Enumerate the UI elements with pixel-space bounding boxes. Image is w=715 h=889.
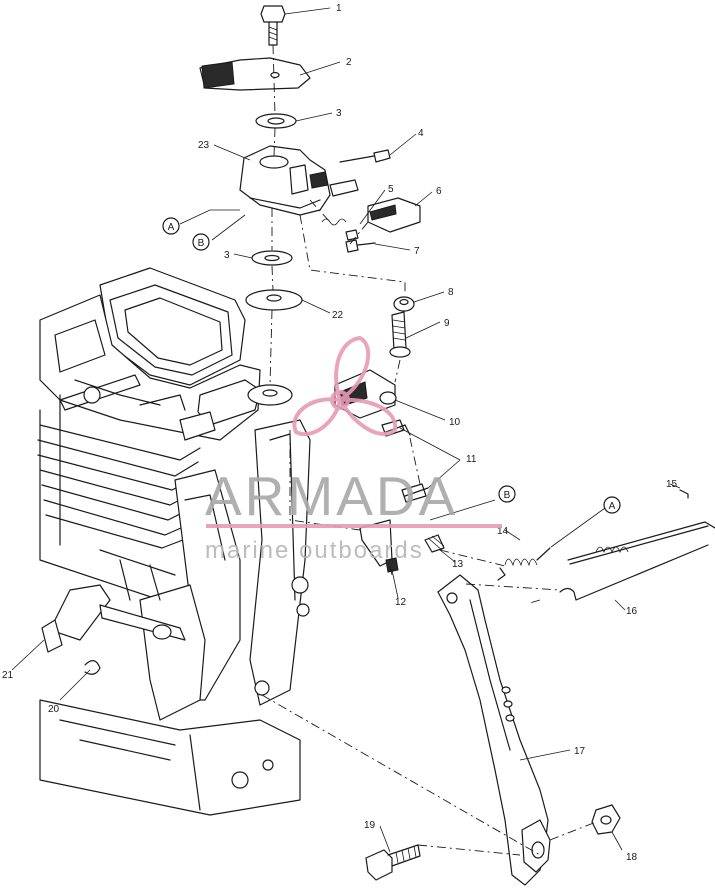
- reference-marker-b2: B: [504, 490, 511, 501]
- leader-lines: [11, 7, 681, 853]
- callout-3-lower: 3: [224, 250, 230, 261]
- callout-19: 19: [364, 820, 376, 831]
- callout-5: 5: [388, 184, 394, 195]
- callout-21: 21: [2, 670, 14, 681]
- callout-22: 22: [332, 310, 344, 321]
- reference-marker-b: B: [198, 238, 205, 249]
- callout-9: 9: [444, 318, 450, 329]
- bolt-1: [260, 5, 286, 23]
- callout-14: 14: [497, 526, 509, 537]
- armada-watermark: ARMADA marine outboards: [205, 335, 502, 564]
- watermark-underline: [206, 524, 502, 528]
- callout-23: 23: [198, 140, 210, 151]
- watermark-tagline: marine outboards: [205, 537, 424, 564]
- callout-6: 6: [436, 186, 442, 197]
- propeller-logo-icon: [292, 335, 398, 437]
- callout-20: 20: [48, 704, 60, 715]
- callout-3-upper: 3: [336, 108, 342, 119]
- watermark-brand: ARMADA: [205, 465, 458, 527]
- callout-8: 8: [448, 287, 454, 298]
- reference-marker-a: A: [168, 222, 175, 233]
- reference-marker-a2: A: [609, 501, 616, 512]
- callout-13: 13: [452, 559, 464, 570]
- callout-4: 4: [418, 128, 424, 139]
- callout-2: 2: [346, 57, 352, 68]
- callout-17: 17: [574, 746, 586, 757]
- callout-11: 11: [466, 454, 477, 465]
- reference-marker-b-circle: [192, 233, 210, 251]
- callout-16: 16: [626, 606, 638, 617]
- callout-12: 12: [395, 597, 407, 608]
- reference-marker-a-circle: [162, 217, 180, 235]
- callout-7: 7: [414, 246, 420, 257]
- callout-10: 10: [449, 417, 461, 428]
- reference-markers: A B B A: [162, 217, 621, 514]
- callout-18: 18: [626, 852, 638, 863]
- callout-labels: 1 2 3 4 5 6 7 23 3 8 22 9 10 11 14 13 12…: [2, 3, 678, 863]
- governor-plate-stack: [199, 5, 715, 886]
- reference-marker-b2-circle: [498, 485, 516, 503]
- callout-1: 1: [336, 3, 342, 14]
- reference-marker-a2-circle: [603, 496, 621, 514]
- callout-15: 15: [666, 479, 678, 490]
